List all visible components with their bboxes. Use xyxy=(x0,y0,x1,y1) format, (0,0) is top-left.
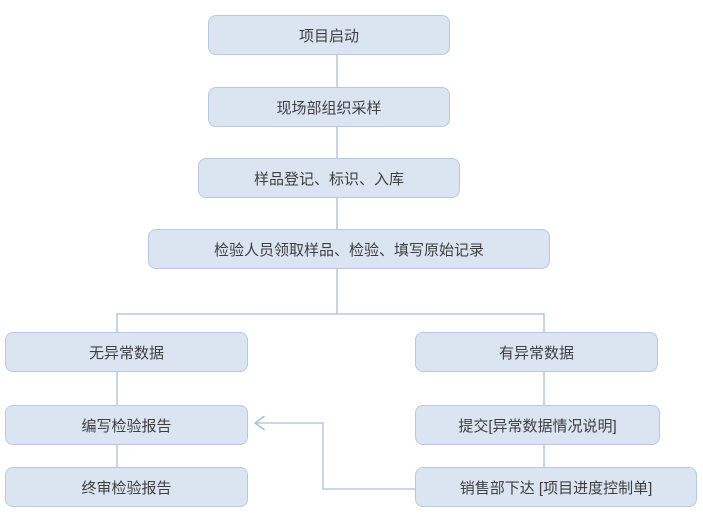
flow-node-sales-control-sheet: 销售部下达 [项目进度控制单] xyxy=(415,467,697,507)
connector-feedback-line xyxy=(256,422,415,490)
flow-node-project-start: 项目启动 xyxy=(208,15,450,55)
flow-node-inspection-records: 检验人员领取样品、检验、填写原始记录 xyxy=(148,229,550,269)
flow-node-submit-explanation: 提交[异常数据情况说明] xyxy=(415,405,660,445)
flow-node-sample-registration: 样品登记、标识、入库 xyxy=(198,158,460,198)
flow-node-no-abnormal-data: 无异常数据 xyxy=(5,332,248,372)
feedback-arrowhead xyxy=(254,415,265,431)
flow-node-final-review-report: 终审检验报告 xyxy=(5,467,248,507)
flow-node-abnormal-data: 有异常数据 xyxy=(415,332,658,372)
flow-node-field-sampling: 现场部组织采样 xyxy=(208,87,450,127)
flow-node-write-report: 编写检验报告 xyxy=(5,405,248,445)
